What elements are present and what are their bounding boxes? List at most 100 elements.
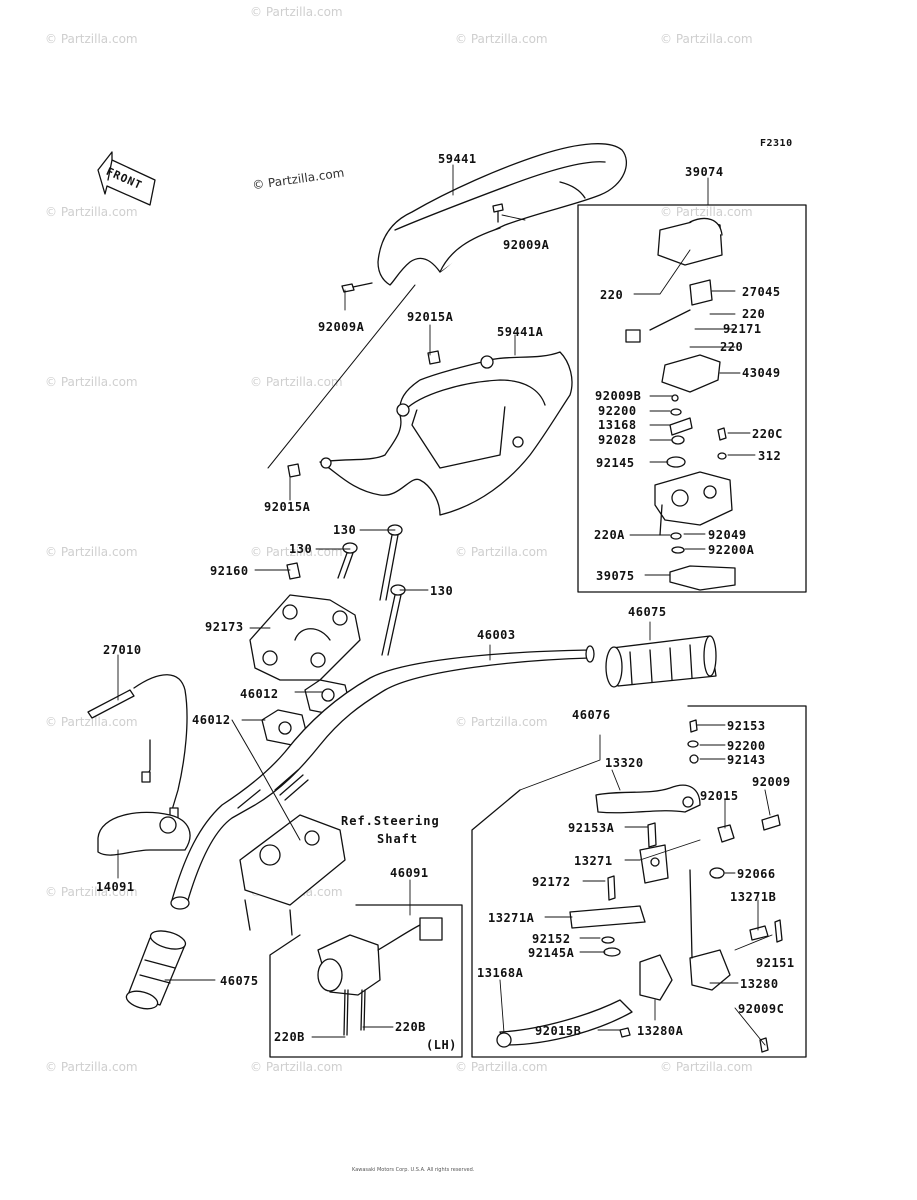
- part-label: 220: [742, 307, 766, 321]
- part-label: 220B: [395, 1020, 426, 1034]
- part-label: 130: [333, 523, 357, 537]
- part-label: 220B: [274, 1030, 305, 1044]
- part-label: 46012: [192, 713, 231, 727]
- watermark: © Partzilla.com: [250, 375, 343, 389]
- switch-housing: [657, 217, 723, 266]
- switch-unit: [625, 279, 713, 343]
- part-label: 220A: [594, 528, 625, 542]
- part-label: 13271B: [730, 890, 777, 904]
- part-label: 92152: [532, 932, 571, 946]
- part-label: 220C: [752, 427, 783, 441]
- part-label: 46075: [628, 605, 667, 619]
- part-label: 92153: [727, 719, 766, 733]
- front-arrow-icon: [97, 151, 156, 206]
- part-label: 130: [289, 542, 313, 556]
- watermark: © Partzilla.com: [660, 205, 753, 219]
- watermark: © Partzilla.com: [455, 545, 548, 559]
- reference-line2: Shaft: [377, 832, 419, 846]
- part-label: 92200A: [708, 543, 755, 557]
- small-hardware: [666, 394, 727, 468]
- part-label: 46075: [220, 974, 259, 988]
- part-label: 220: [720, 340, 744, 354]
- watermark: © Partzilla.com: [45, 375, 138, 389]
- part-label: 13280: [740, 977, 779, 991]
- leader-lines: [117, 164, 773, 1046]
- part-label: 27010: [103, 643, 142, 657]
- wire-harness: [87, 674, 188, 821]
- collar: [287, 463, 301, 478]
- part-label: 312: [758, 449, 782, 463]
- part-label: 92143: [727, 753, 766, 767]
- figure-code: F2310: [760, 138, 793, 149]
- watermark: © Partzilla.com: [250, 5, 343, 19]
- part-label: 92015A: [407, 310, 454, 324]
- holder-13280A: [639, 954, 673, 1001]
- part-label: 39074: [685, 165, 724, 179]
- watermark: © Partzilla.com: [455, 715, 548, 729]
- part-label: 92153A: [568, 821, 615, 835]
- part-label: 92009C: [738, 1002, 785, 1016]
- watermark: © Partzilla.com: [45, 715, 138, 729]
- reference-note: Ref.Steering Shaft: [341, 812, 440, 848]
- lower-cover: [319, 351, 573, 516]
- part-label: 220: [600, 288, 624, 302]
- part-label: 92009A: [503, 238, 550, 252]
- reference-line1: Ref.Steering: [341, 814, 440, 828]
- part-label: 92200: [598, 404, 637, 418]
- watermark: © Partzilla.com: [455, 32, 548, 46]
- part-label: 92049: [708, 528, 747, 542]
- part-label: 27045: [742, 285, 781, 299]
- part-label: 46091: [390, 866, 429, 880]
- part-label: 13168A: [477, 966, 524, 980]
- part-label: 46076: [572, 708, 611, 722]
- part-label: 13280A: [637, 1024, 684, 1038]
- part-label: 92151: [756, 956, 795, 970]
- bracket-13271: [639, 844, 669, 884]
- part-label: 43049: [742, 366, 781, 380]
- lever-13168A: [496, 999, 633, 1048]
- watermark: © Partzilla.com: [250, 1060, 343, 1074]
- part-label: 92015: [700, 789, 739, 803]
- watermark: © Partzilla.com: [660, 32, 753, 46]
- watermark: © Partzilla.com: [455, 1060, 548, 1074]
- plate-13271A: [569, 905, 646, 929]
- lh-label: (LH): [426, 1038, 457, 1052]
- part-label: 92145A: [528, 946, 575, 960]
- watermark: © Partzilla.com: [45, 32, 138, 46]
- part-label: 92009A: [318, 320, 365, 334]
- part-label: 39075: [596, 569, 635, 583]
- lh-switch-box: [269, 904, 463, 1058]
- watermark: © Partzilla.com: [45, 1060, 138, 1074]
- part-label: 92171: [723, 322, 762, 336]
- handlebar: [170, 645, 595, 910]
- watermark: © Partzilla.com: [45, 885, 138, 899]
- throttle-lever: [669, 565, 736, 591]
- watermark: © Partzilla.com: [250, 545, 343, 559]
- part-label: 92015A: [264, 500, 311, 514]
- part-label: 92015B: [535, 1024, 582, 1038]
- watermark: © Partzilla.com: [45, 545, 138, 559]
- bolt: [337, 542, 358, 579]
- part-label: 92173: [205, 620, 244, 634]
- grip-left: [125, 930, 187, 1010]
- part-label: 92009: [752, 775, 791, 789]
- part-label: 59441: [438, 152, 477, 166]
- part-label: 13168: [598, 418, 637, 432]
- part-label: 13320: [605, 756, 644, 770]
- small-hardware: [601, 719, 783, 1053]
- part-label: 13271: [574, 854, 613, 868]
- part-label: 46012: [240, 687, 279, 701]
- part-label: 59441A: [497, 325, 544, 339]
- part-label: 92009B: [595, 389, 642, 403]
- part-label: 14091: [96, 880, 135, 894]
- part-label: 92028: [598, 433, 637, 447]
- part-label: 46003: [477, 628, 516, 642]
- grip-right: [605, 635, 717, 688]
- watermark: © Partzilla.com: [45, 205, 138, 219]
- screw: [341, 282, 373, 293]
- wire-guide: [97, 811, 191, 856]
- lever-assembly-box: [471, 705, 807, 1058]
- part-label: 92172: [532, 875, 571, 889]
